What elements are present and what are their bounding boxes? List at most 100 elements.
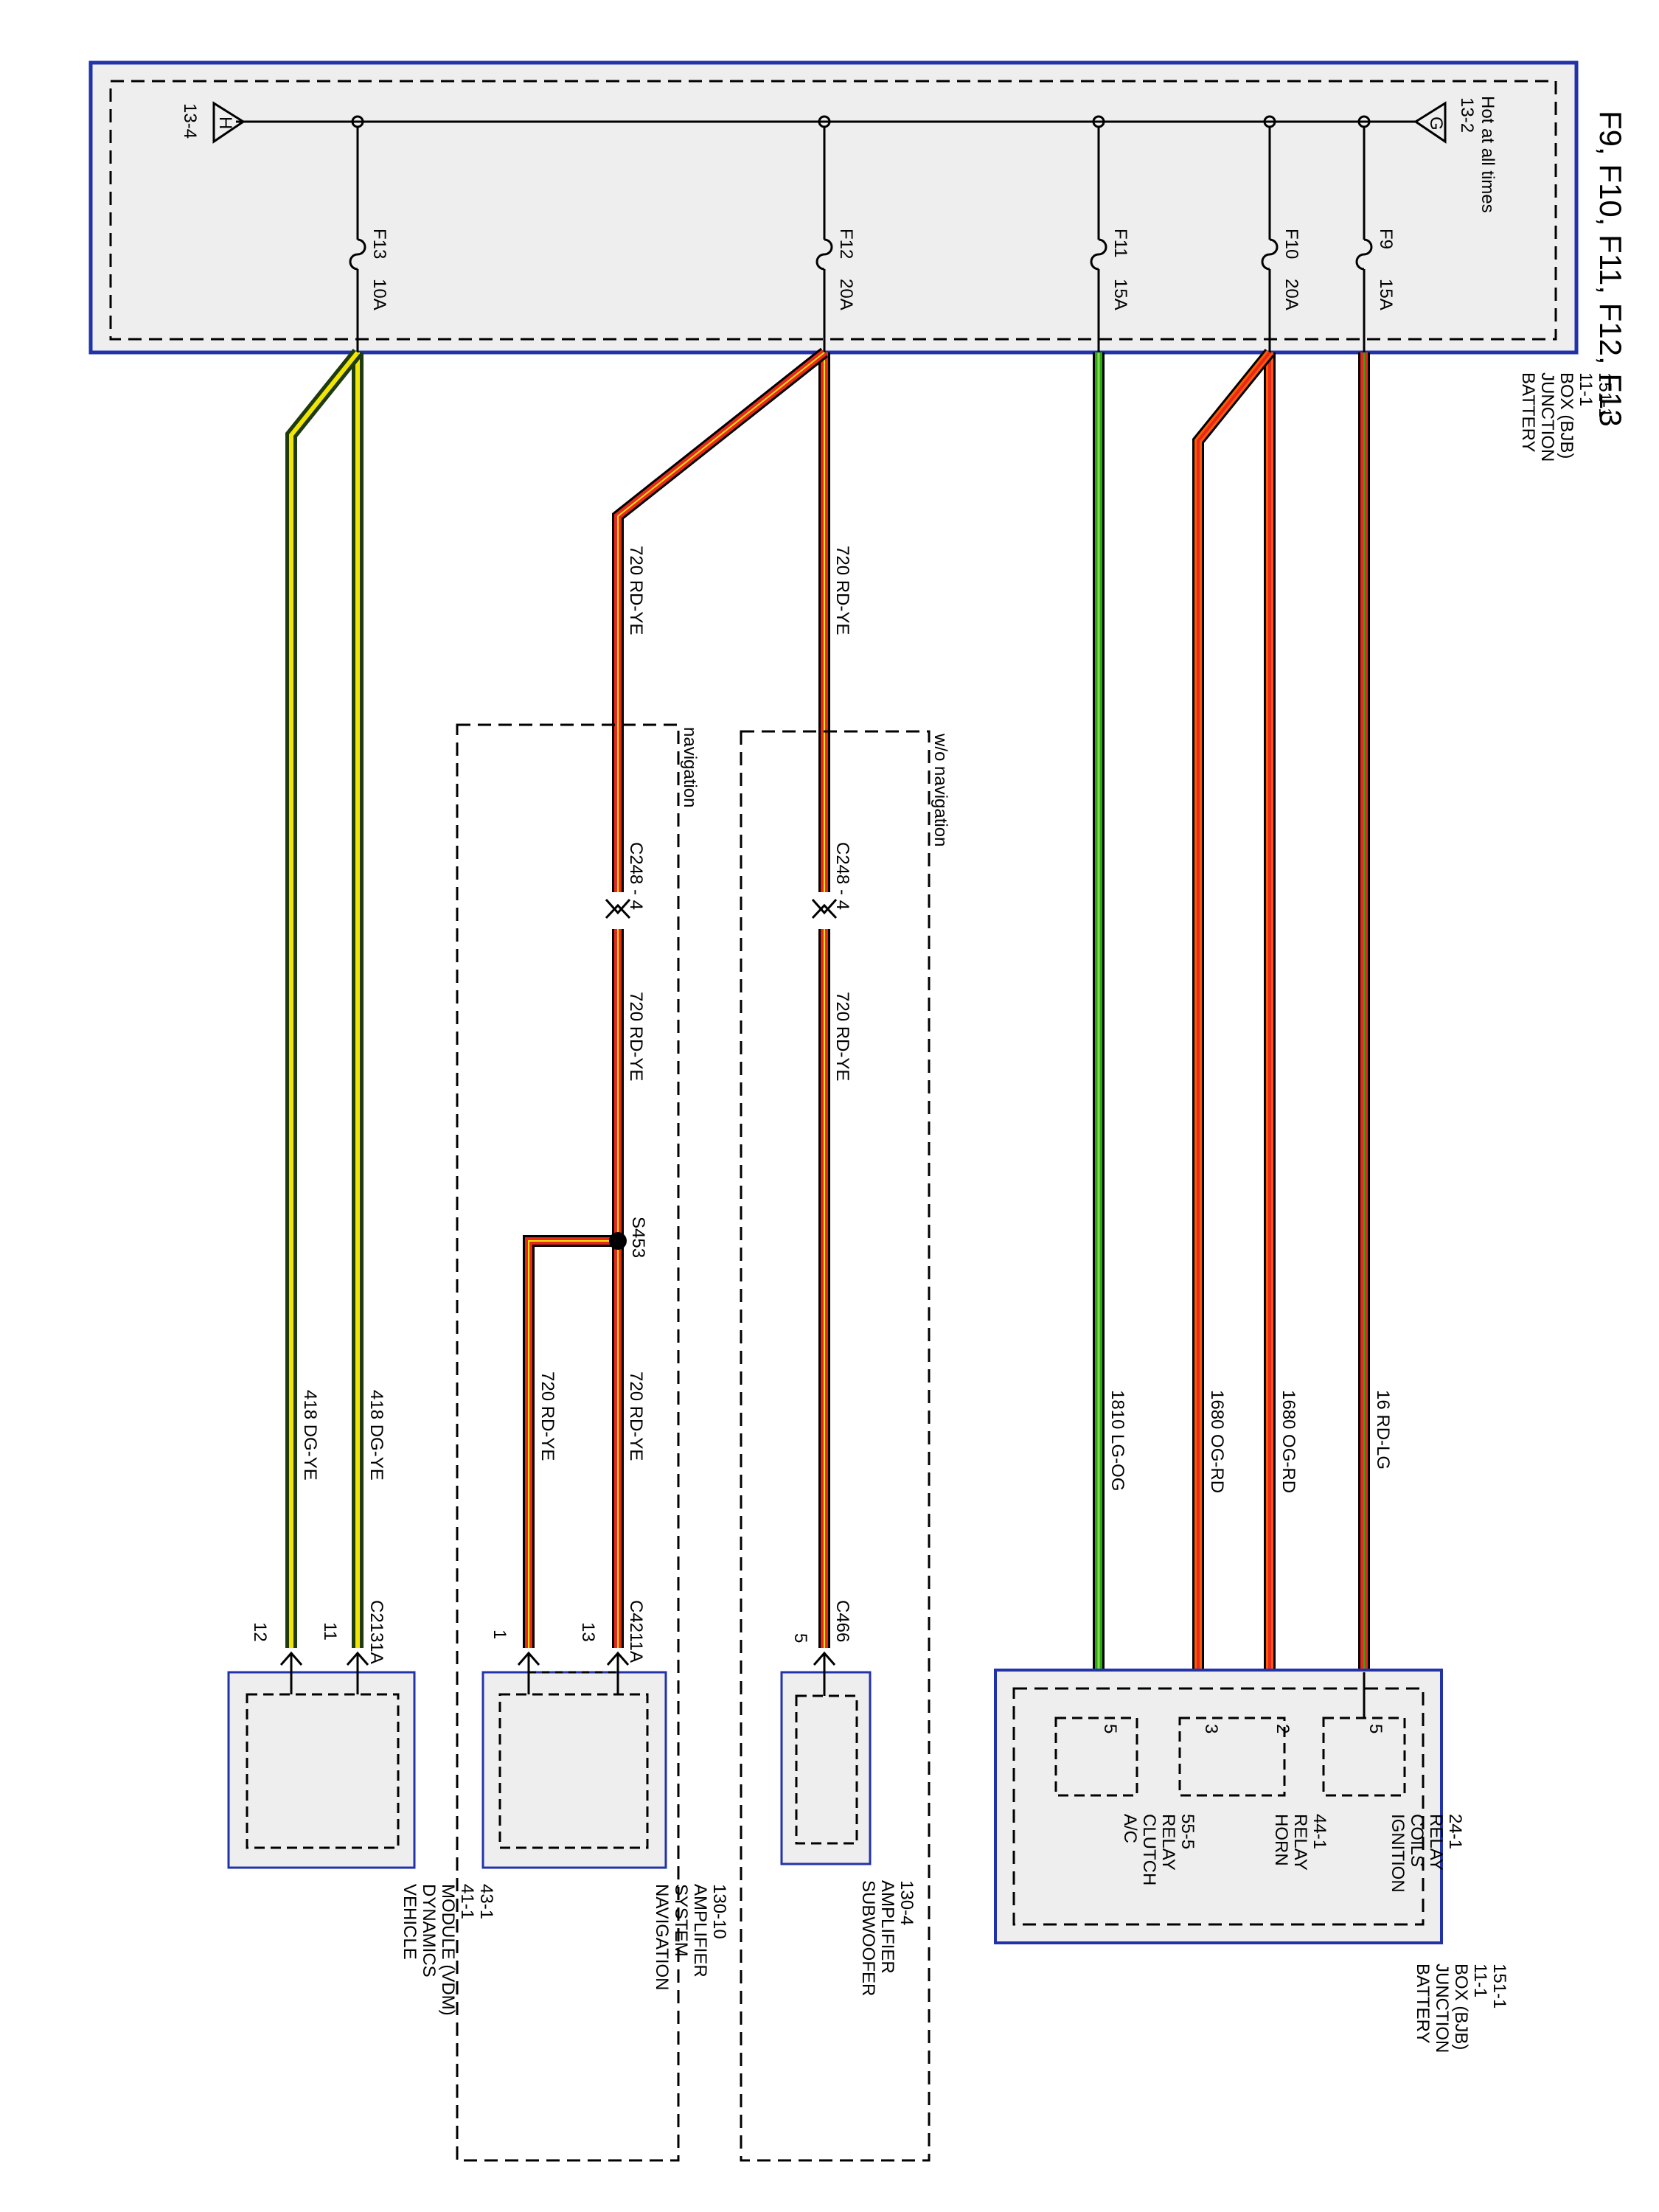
label-wire-720-sub-mid: 720 RD-YE [832, 992, 852, 1081]
svg-text:IGNITION: IGNITION [1388, 1814, 1408, 1893]
svg-text:20A: 20A [836, 279, 856, 310]
svg-text:1810 LG-OG: 1810 LG-OG [1107, 1390, 1127, 1491]
svg-text:DYNAMICS: DYNAMICS [419, 1884, 439, 1978]
svg-text:w/o navigation: w/o navigation [931, 733, 950, 846]
relay-ac-clutch: 5 A/C CLUTCH RELAY 55-5 [1054, 1717, 1197, 1885]
label-wire-720-nav-a: 720 RD-YE [626, 1371, 646, 1461]
svg-text:MODULE (VDM): MODULE (VDM) [438, 1884, 458, 2016]
svg-text:RELAY: RELAY [1426, 1814, 1446, 1871]
label-wire-1680a: 1680 OG-RD [1279, 1390, 1298, 1493]
svg-text:C466: C466 [832, 1600, 852, 1642]
bjb-bottom-label: BATTERY JUNCTION BOX (BJB) 11-1 151-1 [1413, 1964, 1509, 2053]
svg-text:11-1: 11-1 [1576, 372, 1596, 406]
svg-text:15A: 15A [1110, 279, 1130, 310]
label-wire-720-nav-b: 720 RD-YE [538, 1371, 557, 1461]
svg-text:41-1: 41-1 [457, 1884, 477, 1919]
svg-text:11-1: 11-1 [1470, 1964, 1490, 1997]
svg-text:130-10: 130-10 [709, 1884, 729, 1939]
svg-text:HORN: HORN [1271, 1814, 1291, 1866]
svg-text:VEHICLE: VEHICLE [400, 1884, 420, 1960]
svg-text:NAVIGATION: NAVIGATION [652, 1884, 672, 1990]
option-box-nav [456, 723, 680, 2162]
splice-s453: S453 [609, 1217, 648, 1258]
svg-text:JUNCTION: JUNCTION [1432, 1964, 1452, 2053]
label-wire-418a: 418 DG-YE [366, 1390, 386, 1481]
relay-horn: 2 3 HORN RELAY 44-1 [1178, 1717, 1329, 1871]
fuse-f11: F11 15A [1090, 115, 1130, 352]
wire-418-dg-ye [285, 348, 364, 1648]
bjb-bottom-inner-box [1012, 1687, 1425, 1926]
svg-text:F12: F12 [836, 229, 856, 259]
svg-text:12: 12 [250, 1622, 270, 1642]
fuse-f12: F12 20A [815, 115, 856, 352]
connector-c248-sub: C248 - 4 [811, 842, 852, 919]
option-box-without-nav [740, 730, 931, 2162]
svg-text:RELAY: RELAY [1158, 1814, 1178, 1871]
svg-text:5: 5 [1366, 1724, 1385, 1733]
label-wire-720-sub-top: 720 RD-YE [832, 546, 852, 635]
svg-text:5: 5 [790, 1633, 810, 1643]
svg-text:COILS: COILS [1407, 1814, 1427, 1867]
svg-text:SYSTEM: SYSTEM [671, 1884, 691, 1957]
subwoofer-amplifier: C466 5 SUBWOOFER AMPLIFIER 130-4 [780, 1600, 917, 1996]
bjb-top-inner-box [109, 80, 1557, 341]
svg-text:44-1: 44-1 [1310, 1814, 1329, 1849]
fuse-f10: F10 20A [1261, 115, 1301, 352]
svg-text:13-2: 13-2 [1457, 97, 1477, 133]
navigation-system-amplifier: C4211A 13 1 NAVIGATION SYSTEM AMPLIFIER … [481, 1600, 729, 1990]
svg-text:C248 - 4: C248 - 4 [832, 842, 852, 910]
svg-text:BOX (BJB): BOX (BJB) [1451, 1964, 1471, 2050]
svg-text:15A: 15A [1376, 279, 1396, 310]
ref-triangle-g: G 13-2 Hot at all times [1413, 96, 1498, 213]
svg-text:720 RD-YE: 720 RD-YE [626, 546, 646, 635]
label-wire-418b: 418 DG-YE [300, 1390, 320, 1481]
ref-triangle-h: H 13-4 [180, 101, 246, 144]
svg-text:H: H [215, 116, 235, 129]
svg-text:Hot at all times: Hot at all times [1478, 96, 1498, 213]
svg-text:F11: F11 [1110, 229, 1130, 258]
svg-text:JUNCTION: JUNCTION [1537, 372, 1557, 462]
svg-text:5: 5 [1100, 1724, 1120, 1733]
vehicle-dynamics-module: C2131A 11 12 VEHICLE DYNAMICS MODULE (VD… [227, 1600, 496, 2016]
svg-text:C248 - 4: C248 - 4 [626, 842, 646, 910]
diagram-title: F9, F10, F11, F12, F13 [1593, 111, 1628, 427]
svg-text:RELAY: RELAY [1290, 1814, 1310, 1871]
svg-text:418 DG-YE: 418 DG-YE [300, 1390, 320, 1481]
svg-text:43-1: 43-1 [476, 1884, 496, 1919]
svg-text:AMPLIFIER: AMPLIFIER [877, 1880, 897, 1974]
label-wire-1810: 1810 LG-OG [1107, 1390, 1127, 1491]
svg-text:1680 OG-RD: 1680 OG-RD [1207, 1390, 1227, 1493]
bjb-top-box [88, 60, 1579, 355]
svg-text:navigation: navigation [680, 727, 700, 807]
svg-text:11: 11 [320, 1622, 340, 1641]
svg-text:55-5: 55-5 [1178, 1814, 1197, 1849]
svg-text:720 RD-YE: 720 RD-YE [832, 992, 852, 1081]
svg-text:BATTERY: BATTERY [1413, 1964, 1433, 2043]
svg-text:SUBWOOFER: SUBWOOFER [858, 1880, 878, 1996]
svg-text:3: 3 [1201, 1724, 1221, 1733]
svg-text:BATTERY: BATTERY [1518, 372, 1538, 452]
relay-ignition-coils: 5 IGNITION COILS RELAY 24-1 [1322, 1672, 1465, 1893]
label-wire-720-nav-mid: 720 RD-YE [626, 992, 646, 1081]
svg-text:F13: F13 [369, 229, 389, 259]
svg-text:720 RD-YE: 720 RD-YE [626, 992, 646, 1081]
label-without-nav: w/o navigation [931, 733, 950, 846]
svg-text:16 RD-LG: 16 RD-LG [1373, 1390, 1393, 1470]
svg-text:10A: 10A [369, 279, 389, 310]
bjb-top-label: BATTERY JUNCTION BOX (BJB) 11-1 151-1 [1518, 372, 1615, 462]
svg-text:1: 1 [490, 1630, 509, 1639]
svg-text:151-1: 151-1 [1595, 372, 1615, 417]
svg-text:13: 13 [578, 1622, 598, 1642]
fuse-f13: F13 10A [349, 115, 389, 352]
svg-text:S453: S453 [628, 1217, 648, 1258]
svg-text:2: 2 [1273, 1724, 1293, 1733]
label-wire-1680b: 1680 OG-RD [1207, 1390, 1227, 1493]
svg-text:720 RD-YE: 720 RD-YE [832, 546, 852, 635]
svg-text:720 RD-YE: 720 RD-YE [538, 1371, 557, 1461]
svg-text:151-1: 151-1 [1489, 1964, 1509, 2008]
svg-text:F9: F9 [1376, 229, 1396, 249]
svg-text:A/C: A/C [1120, 1814, 1140, 1843]
svg-text:AMPLIFIER: AMPLIFIER [690, 1884, 710, 1978]
svg-text:CLUTCH: CLUTCH [1139, 1814, 1159, 1885]
